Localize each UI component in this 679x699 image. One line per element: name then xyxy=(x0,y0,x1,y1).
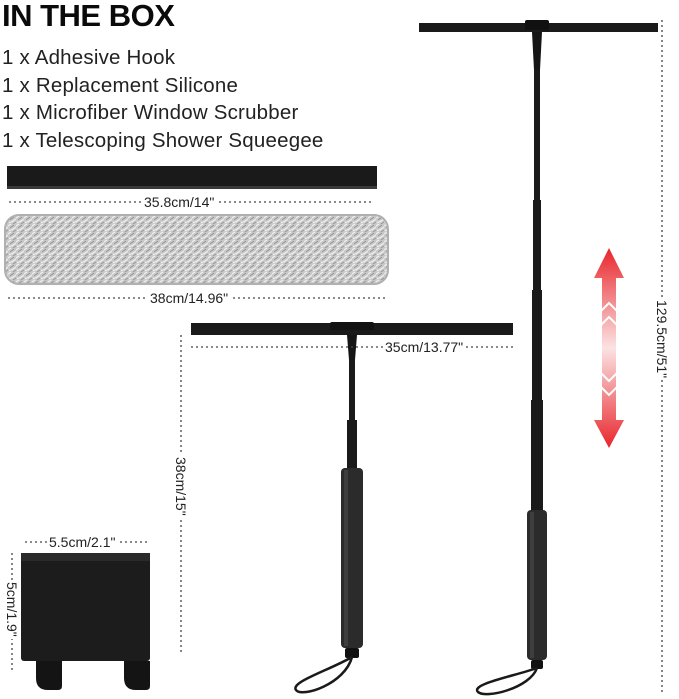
double-arrow-vertical-icon xyxy=(594,248,624,448)
scrubber-width-label: 38cm/14.96" xyxy=(148,290,231,306)
min-length-label: 38cm/15" xyxy=(173,455,189,518)
list-item: 1 x Adhesive Hook xyxy=(2,46,176,69)
silicone-width-label: 35.8cm/14" xyxy=(142,194,217,210)
squeegee-collapsed xyxy=(191,322,513,694)
page-title: IN THE BOX xyxy=(2,0,175,33)
hook-height-label: 5cm/1.9" xyxy=(4,580,20,639)
squeegee-extended xyxy=(419,20,658,696)
list-item: 1 x Microfiber Window Scrubber xyxy=(2,101,299,124)
adhesive-hook xyxy=(21,553,150,690)
contents-list: 1 x Adhesive Hook 1 x Replacement Silico… xyxy=(2,44,324,154)
hook-width-label: 5.5cm/2.1" xyxy=(47,534,118,550)
microfiber-scrubber xyxy=(4,214,389,285)
list-item: 1 x Telescoping Shower Squeegee xyxy=(2,128,324,152)
list-item: 1 x Replacement Silicone xyxy=(2,73,239,97)
blade-width-label: 35cm/13.77" xyxy=(383,339,466,355)
max-length-label: 129.5cm/51" xyxy=(654,298,670,381)
replacement-silicone xyxy=(7,166,377,189)
